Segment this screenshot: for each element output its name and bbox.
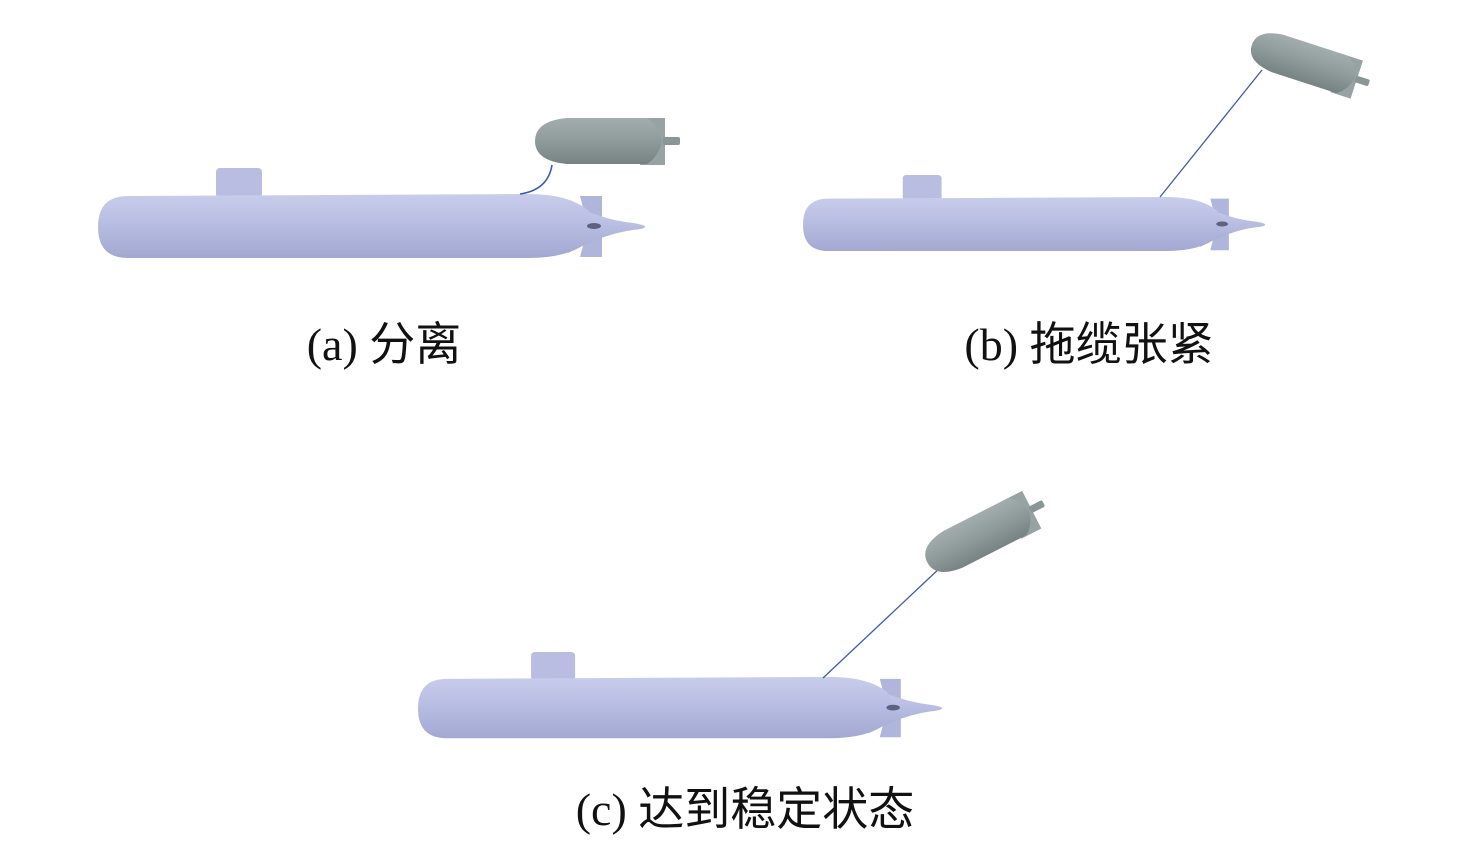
- towed-body-c: [917, 484, 1054, 582]
- submarine-b: [803, 175, 1266, 252]
- panel-a-drawing: [98, 118, 680, 258]
- submarine-a: [98, 168, 646, 258]
- panel-c-drawing: [418, 484, 1054, 739]
- caption-b: (b) 拖缆张紧: [964, 319, 1214, 370]
- caption-c: (c) 达到稳定状态: [575, 784, 915, 835]
- tow-cable-a: [519, 164, 553, 195]
- caption-a: (a) 分离: [306, 319, 462, 370]
- submarine-c: [418, 652, 943, 739]
- tow-cable-c: [822, 565, 943, 679]
- tow-cable-b: [1159, 69, 1263, 198]
- panel-b-drawing: [803, 26, 1376, 252]
- towed-body-a: [535, 118, 680, 165]
- towed-body-b: [1245, 26, 1376, 103]
